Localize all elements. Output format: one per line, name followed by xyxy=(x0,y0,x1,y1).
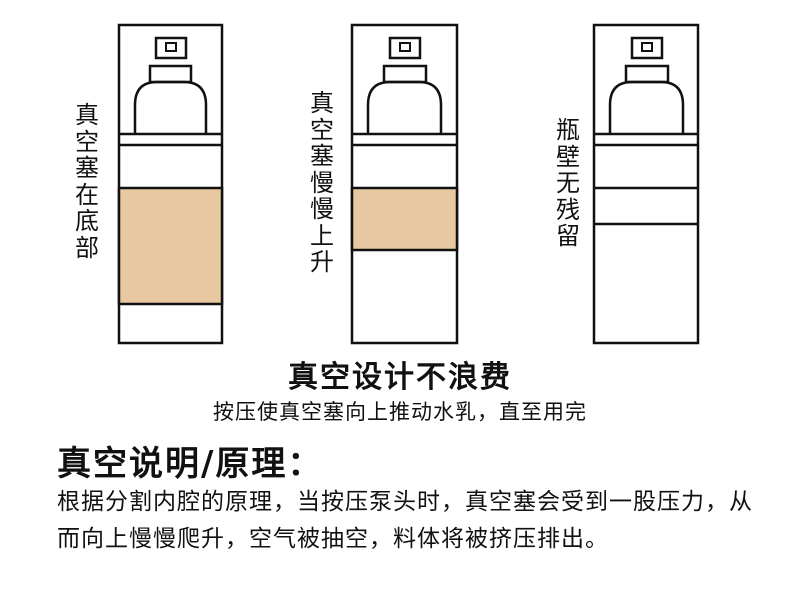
bottle-1-outline xyxy=(117,23,224,345)
bottle-2-pump-button xyxy=(399,42,411,52)
bottle-1-pump-head xyxy=(154,36,188,60)
bottle-1 xyxy=(117,23,224,345)
bottle-3-label: 瓶壁无残留 xyxy=(556,116,580,250)
bottle-3-pump-head xyxy=(630,36,664,60)
bottle-1-collar xyxy=(148,64,193,84)
bottle-3 xyxy=(592,23,700,345)
bottle-3-collar xyxy=(624,64,670,84)
bottle-2-outline xyxy=(350,23,459,345)
bottle-2-label: 真空塞慢慢上升 xyxy=(310,89,334,276)
bottle-2-collar xyxy=(382,64,428,84)
bottle-2 xyxy=(350,23,459,345)
bottle-2-product xyxy=(350,186,459,252)
bottle-1-label: 真空塞在底部 xyxy=(75,101,99,262)
bottle-1-product xyxy=(117,186,224,306)
bottle-3-shoulder xyxy=(608,80,685,134)
bottle-2-pump-head xyxy=(388,36,422,60)
bottle-3-pump-button xyxy=(641,42,653,52)
bottle-diagrams xyxy=(117,23,700,345)
body-text: 根据分割内腔的原理，当按压泵头时，真空塞会受到一股压力，从而向上慢慢爬升，空气被… xyxy=(57,489,753,552)
bottle-3-outline xyxy=(592,23,700,345)
bottle-1-pump-button xyxy=(165,42,177,52)
headline: 真空设计不浪费 xyxy=(288,360,512,395)
section-title: 真空说明/原理： xyxy=(57,444,324,484)
bottle-2-shoulder xyxy=(366,80,443,134)
subline: 按压使真空塞向上推动水乳，直至用完 xyxy=(213,400,587,424)
bottle-1-shoulder xyxy=(133,80,208,134)
